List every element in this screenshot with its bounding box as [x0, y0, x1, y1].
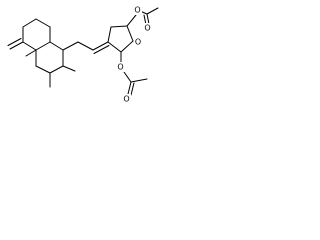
methylene-double-bond: [7, 38, 24, 50]
ring-oxygen-label: O: [135, 38, 141, 47]
bond: [93, 45, 110, 54]
bond: [7, 38, 22, 46]
bond: [120, 40, 134, 53]
bond: [22, 18, 37, 28]
bond: [92, 41, 109, 51]
bond: [9, 41, 24, 50]
bond: [126, 14, 137, 27]
atom-labels: O O O O O: [116, 5, 152, 104]
bond: [62, 65, 76, 72]
ester-bottom-oxygen-label: O: [117, 63, 123, 72]
bond: [130, 82, 135, 96]
bond: [49, 41, 64, 51]
bond: [130, 78, 148, 83]
bond: [110, 25, 128, 28]
bond: [123, 71, 132, 83]
bond: [35, 41, 51, 51]
bond: [146, 7, 159, 15]
methyl-groups: [25, 49, 76, 88]
bond: [107, 26, 112, 43]
bond: [77, 41, 94, 51]
ester-top-oxygen-label: O: [134, 6, 140, 15]
top-acetoxy-group: [126, 7, 159, 27]
bond: [62, 41, 79, 51]
bond: [25, 49, 37, 57]
bond: [127, 81, 132, 95]
bond: [126, 25, 134, 42]
bottom-acetoxy-group: [120, 51, 148, 96]
bond: [146, 13, 150, 25]
carbonyl-top-oxygen-label: O: [144, 24, 150, 33]
carbonyl-bottom-oxygen-label: O: [123, 95, 129, 104]
bond: [35, 65, 51, 74]
bond: [49, 65, 64, 74]
chemical-structure-diagram: O O O O O: [7, 5, 159, 104]
decalin-left-ring: [22, 18, 51, 51]
side-chain: [62, 41, 110, 54]
bond: [107, 41, 122, 53]
decalin-right-ring: [35, 41, 64, 74]
bond: [22, 41, 37, 51]
bond: [35, 18, 51, 28]
furan-ring: [107, 25, 134, 53]
